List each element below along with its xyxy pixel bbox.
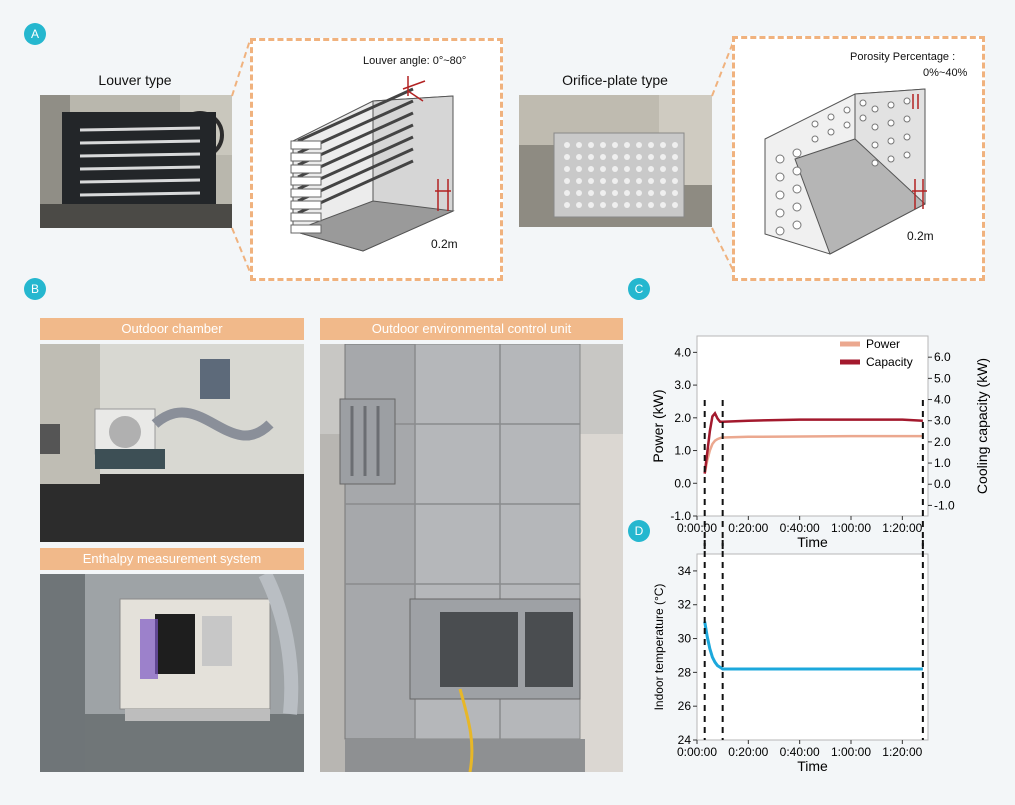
y-tick-label: 26: [678, 699, 692, 713]
y2-tick-label: -1.0: [934, 498, 955, 512]
y-axis-label: Power (kW): [650, 389, 666, 462]
temperature-line: [703, 621, 923, 671]
y2-tick-label: 5.0: [934, 371, 951, 385]
y2-tick-label: 1.0: [934, 456, 951, 470]
louver-photo: [40, 95, 232, 228]
y-tick-label: 28: [678, 665, 692, 679]
y-tick-label: 1.0: [674, 444, 691, 458]
x-tick-label: 1:20:00: [882, 745, 922, 759]
y2-tick-label: 2.0: [934, 435, 951, 449]
y-tick-label: -1.0: [670, 509, 691, 523]
plot-area: [696, 335, 929, 517]
control-unit-label: Outdoor environmental control unit: [320, 318, 623, 340]
louver-angle-label: Louver angle: 0°~80°: [363, 55, 467, 67]
x-tick-label: 0:00:00: [677, 521, 717, 535]
y-tick-label: 32: [678, 598, 692, 612]
y2-tick-label: 6.0: [934, 350, 951, 364]
control-unit-photo: [320, 344, 623, 772]
outdoor-chamber-photo: [40, 344, 304, 542]
y-axis-label: Indoor temperature (°C): [652, 584, 666, 711]
panel-label-a: A: [24, 23, 46, 45]
panel-label-d: D: [628, 520, 650, 542]
power-capacity-chart: -1.0 0.0 1.0 2.0 3.0 4.0 -1.0 0.0 1.0 2.0 3.0 4.0 5.…: [650, 335, 990, 550]
porosity-label-line2: 0%~40%: [923, 67, 968, 79]
x-axis-label: Time: [797, 534, 828, 550]
y-tick-label: 4.0: [674, 345, 691, 359]
orifice-photo: [519, 95, 712, 227]
y2-tick-label: 3.0: [934, 414, 951, 428]
outdoor-chamber-label: Outdoor chamber: [40, 318, 304, 340]
y2-tick-label: 0.0: [934, 477, 951, 491]
x-tick-label: 0:40:00: [780, 521, 820, 535]
x-tick-label: 1:00:00: [831, 521, 871, 535]
plot-area: [696, 553, 929, 741]
y-tick-label: 24: [678, 733, 692, 747]
series-line-capacity: [703, 410, 923, 474]
porosity-label-line1: Porosity Percentage :: [850, 51, 956, 63]
y2-tick-label: 4.0: [934, 393, 951, 407]
y-tick-label: 30: [678, 632, 692, 646]
louver-dim-label: 0.2m: [431, 237, 458, 251]
zoom-connector: [231, 39, 251, 273]
legend-label-capacity: Capacity: [866, 355, 913, 369]
indoor-temperature-chart: 24 26 28 30 32 34 0:00:00 0:20:00 0:40:00 1:00:00…: [652, 540, 929, 774]
x-axis-label: Time: [797, 758, 828, 774]
x-tick-label: 0:20:00: [728, 521, 768, 535]
panel-label-b: B: [24, 278, 46, 300]
enthalpy-system-label: Enthalpy measurement system: [40, 548, 304, 570]
series-line-power: [703, 434, 923, 474]
x-tick-label: 0:20:00: [728, 745, 768, 759]
x-tick-label: 1:20:00: [882, 521, 922, 535]
y-tick-label: 2.0: [674, 411, 691, 425]
orifice-diagram: [764, 88, 927, 255]
y-tick-label: 3.0: [674, 378, 691, 392]
x-tick-label: 0:00:00: [677, 745, 717, 759]
orifice-caption: Orifice-plate type: [562, 72, 668, 88]
x-tick-label: 0:40:00: [780, 745, 820, 759]
legend-label-power: Power: [866, 337, 900, 351]
y-tick-label: 34: [678, 564, 692, 578]
orifice-dim-label: 0.2m: [907, 229, 934, 243]
enthalpy-system-photo: [40, 574, 304, 772]
orifice-diagram-box: Porosity Percentage : 0%~40% 0.2m: [732, 36, 985, 281]
panel-label-c: C: [628, 278, 650, 300]
louver-caption: Louver type: [98, 72, 172, 88]
y-tick-label: 0.0: [674, 476, 691, 490]
louver-diagram-box: Louver angle: 0°~80° 0.2m: [250, 38, 503, 281]
louver-diagram: [290, 76, 455, 252]
zoom-connector-2: [711, 39, 735, 273]
y2-axis-label: Cooling capacity (kW): [974, 358, 990, 494]
x-tick-label: 1:00:00: [831, 745, 871, 759]
